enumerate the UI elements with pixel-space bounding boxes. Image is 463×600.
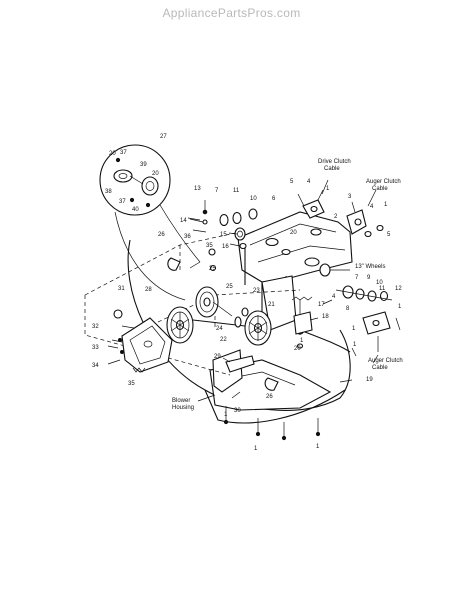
callout-37: 37 [120,150,127,156]
callout-20: 20 [109,151,116,157]
callout-12: 12 [395,286,402,292]
label-auger-clutch-cable-top-2: Cable [372,186,388,192]
callout-19: 19 [366,377,373,383]
callout-1: 1 [398,304,402,310]
callout-17: 17 [318,302,325,308]
callout-4: 4 [332,294,336,300]
callout-8: 8 [346,306,350,312]
callout-4: 4 [370,204,374,210]
callout-5: 5 [387,232,391,238]
label-13in-wheels: 13" Wheels [355,264,385,270]
label-drive-clutch-cable: Drive Clutch [318,159,351,165]
callout-2: 2 [334,214,338,220]
callout-3: 3 [348,194,352,200]
pulley-group [166,286,272,346]
callout-20: 20 [290,230,297,236]
idler-arm-29 [225,355,255,373]
callout-1: 1 [352,326,356,332]
callout-1: 1 [254,446,258,452]
callout-1: 1 [224,412,228,418]
callout-1: 1 [353,342,357,348]
inset-circle [99,144,171,216]
callout-21: 21 [268,302,275,308]
callout-36: 36 [184,234,191,240]
callout-25: 25 [226,284,233,290]
callout-1: 1 [384,202,388,208]
callout-7: 7 [215,188,219,194]
bottom-fasteners [223,406,321,441]
callout-35: 35 [206,243,213,249]
part-labels: Drive Clutch Cable Auger Clutch Cable 13… [172,159,403,411]
inset-bearing [113,169,133,183]
belt-cover [121,317,173,373]
callout-20: 20 [152,171,159,177]
label-auger-clutch-cable-bottom: Auger Clutch [368,358,403,364]
spring-17 [291,296,313,301]
callout-28: 28 [145,287,152,293]
frame-plate [237,211,353,283]
belt-cover-group [111,309,173,373]
callout-1: 1 [326,186,330,192]
callout-16: 16 [222,244,229,250]
callout-25: 25 [209,266,216,272]
label-auger-clutch-cable-bottom-2: Cable [372,365,388,371]
callout-18: 18 [322,314,329,320]
callout-24: 24 [216,326,223,332]
label-drive-clutch-cable-2: Cable [324,166,340,172]
callout-6: 6 [272,196,276,202]
callout-26: 26 [266,394,273,400]
label-blower-housing-2: Housing [172,405,194,411]
label-blower-housing: Blower [172,398,190,404]
callout-13: 13 [194,186,201,192]
callout-15: 15 [220,232,227,238]
callout-40: 40 [132,207,139,213]
callout-30: 30 [234,408,241,414]
callout-32: 32 [92,324,99,330]
callout-27: 27 [160,134,167,140]
inset-pulley [141,176,159,196]
callout-34: 34 [92,363,99,369]
watermark: AppliancePartsPros.com [162,6,301,20]
callout-29: 29 [214,354,221,360]
callout-33: 33 [92,345,99,351]
callout-26: 26 [158,232,165,238]
label-auger-clutch-cable-top: Auger Clutch [366,179,401,185]
bracket-26-top [167,257,181,271]
callout-22: 22 [220,337,227,343]
callout-14: 14 [180,218,187,224]
leader-lines [107,179,379,402]
callout-5: 5 [290,179,294,185]
small-parts-group [167,248,313,391]
bracket-18 [293,311,313,335]
inset-leader-2 [159,204,201,263]
inset-detail-group [99,144,201,301]
inset-leader [114,211,186,301]
callouts: 27 20 37 39 20 38 37 40 13 7 11 10 6 5 4… [92,134,402,452]
callout-1: 1 [316,444,320,450]
bracket-26-bottom [264,377,279,391]
callout-1: 1 [300,338,304,344]
callout-23: 23 [253,288,260,294]
callout-11: 11 [379,286,386,292]
callout-9: 9 [367,275,371,281]
callout-4: 4 [307,179,311,185]
callout-31: 31 [118,286,125,292]
top-hardware-group [189,200,258,250]
callout-38: 38 [105,189,112,195]
right-hardware-group [297,189,401,357]
callout-37: 37 [119,199,126,205]
callout-39: 39 [140,162,147,168]
callout-11: 11 [233,188,240,194]
callout-35: 35 [128,381,135,387]
callout-10: 10 [376,280,383,286]
callout-7: 7 [355,275,359,281]
callout-20: 20 [294,346,301,352]
belt-cover-spring [132,367,146,373]
callout-10: 10 [250,196,257,202]
